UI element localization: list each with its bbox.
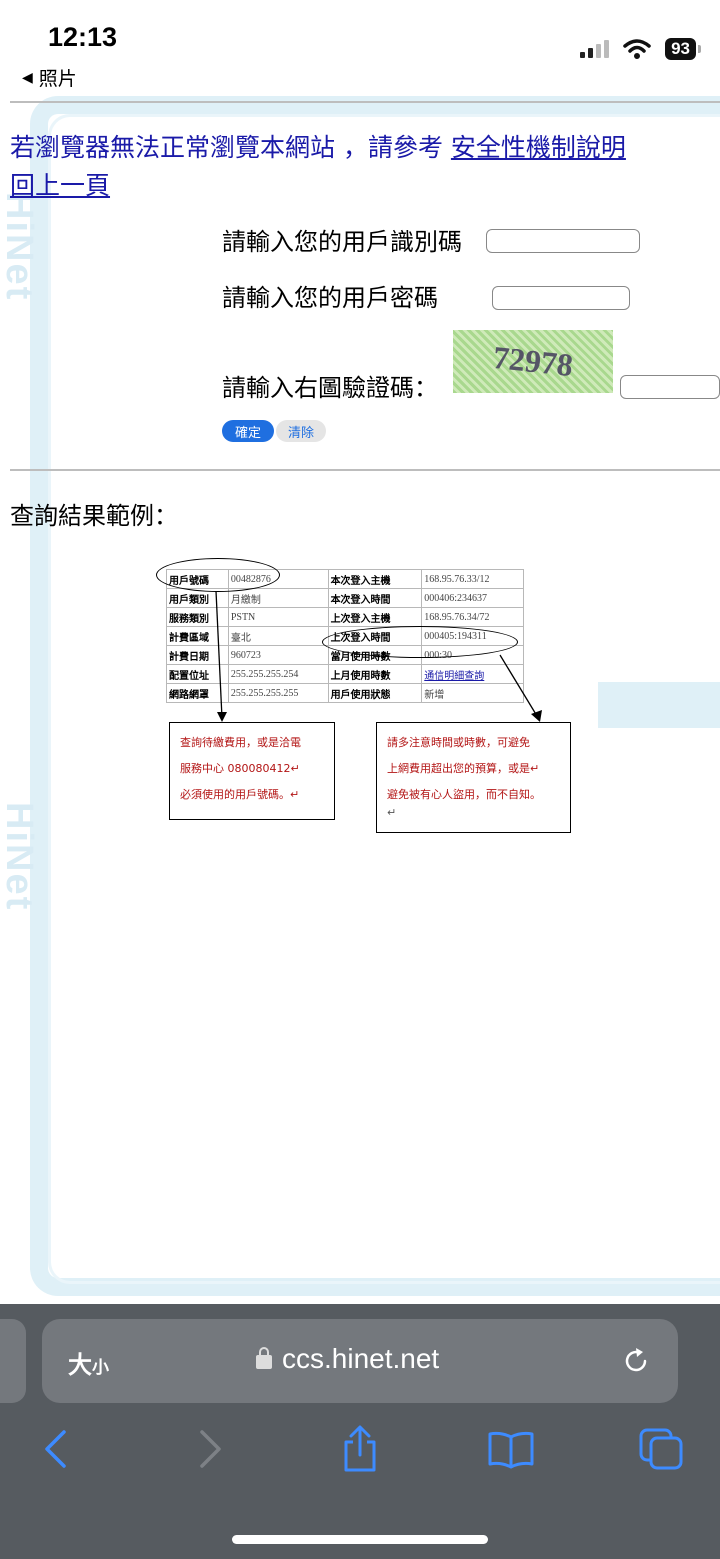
call-detail-link[interactable]: 通信明細查詢 [424,670,485,682]
bookmarks-icon[interactable] [486,1424,536,1474]
security-info-link[interactable]: 安全性機制說明 [450,133,626,162]
annotation-arrows [215,590,542,722]
note-right-line-4: ↵ [387,806,397,819]
battery-indicator: 93 [665,38,701,60]
text-size-button[interactable]: 大小 [68,1345,109,1380]
background-band [598,682,720,728]
back-page-link[interactable]: 回上一頁 [10,171,111,200]
home-indicator[interactable] [232,1535,488,1544]
status-time: 12:13 [48,22,118,52]
back-to-photos-label: 照片 [38,68,77,90]
text-size-small: 小 [92,1358,109,1378]
clear-button[interactable]: 清除 [276,420,326,442]
cellular-signal-icon [580,40,610,58]
note-left-line-1: 查詢待繳費用，或是洽電 [180,736,301,749]
web-page: HiNet HiNet 若瀏覽器無法正常瀏覽本網站 ，請參考 安全性機制說明 回… [0,92,720,1304]
divider-middle [10,469,720,471]
previous-tab-peek[interactable] [0,1319,26,1403]
url-display[interactable]: ccs.hinet.net [256,1343,439,1375]
note-right-line-2: 上網費用超出您的預算，或是↵ [387,762,540,775]
back-icon[interactable] [30,1424,80,1474]
lock-icon [256,1347,272,1369]
forward-icon[interactable] [186,1424,236,1474]
browser-notice-text: 若瀏覽器無法正常瀏覽本網站 ，請參考 [10,133,451,162]
browser-notice: 若瀏覽器無法正常瀏覽本網站 ，請參考 安全性機制說明 [10,128,626,164]
text-size-large: 大 [68,1351,92,1379]
example-field-label: 網路網罩 [166,683,229,703]
highlight-oval-right [322,626,518,658]
captcha-image: 72978 [453,330,613,393]
note-left-line-3: 必須使用的用戶號碼。↵ [180,788,300,801]
note-right: 請多注意時間或時數，可避免 上網費用超出您的預算，或是↵ 避免被有心人盜用，而不… [376,722,571,833]
highlight-oval-left [156,558,280,592]
password-input[interactable] [492,286,630,310]
back-to-photos[interactable]: ◀ 照片 [22,64,77,91]
note-right-line-1: 請多注意時間或時數，可避免 [387,736,530,749]
note-right-line-3: 避免被有心人盜用，而不自知。 [387,788,541,801]
captcha-label: 請輸入右圖驗證碼： [222,374,438,402]
example-field-value: 255.255.255.255 [227,683,329,703]
password-label: 請輸入您的用戶密碼 [222,284,438,312]
user-id-input[interactable] [486,229,640,253]
tabs-icon[interactable] [636,1424,686,1474]
note-left: 查詢待繳費用，或是洽電 服務中心 080080412↵ 必須使用的用戶號碼。↵ [169,722,335,820]
confirm-button[interactable]: 確定 [222,420,274,442]
background-inner-frame [48,114,720,1284]
share-icon[interactable] [335,1424,385,1474]
address-bar[interactable]: 大小 ccs.hinet.net [42,1319,678,1403]
user-id-label: 請輸入您的用戶識別碼 [222,228,462,256]
result-example-title: 查詢結果範例： [10,502,178,530]
wifi-icon [623,39,651,59]
divider-top [10,101,720,103]
reload-icon[interactable] [620,1345,652,1377]
captcha-input[interactable] [620,375,720,399]
url-text: ccs.hinet.net [282,1343,440,1374]
status-icons: 93 [580,38,701,60]
note-left-line-2: 服務中心 080080412↵ [180,762,300,775]
back-triangle-icon: ◀ [22,69,33,86]
